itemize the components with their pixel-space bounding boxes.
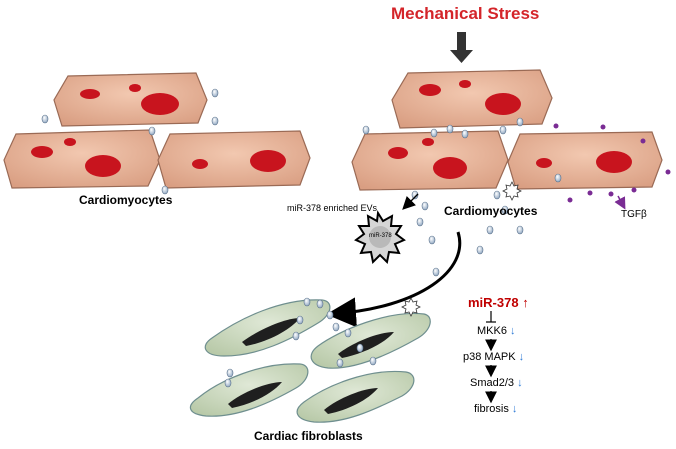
pathway-step-label: fibrosis xyxy=(474,403,509,415)
down-arrow-icon: ↓ xyxy=(517,377,523,389)
cardiomyocytes-right-group xyxy=(351,69,671,277)
down-arrow-icon: ↓ xyxy=(511,403,518,415)
burst-vesicle xyxy=(502,181,522,201)
fibroblast-nucleus xyxy=(324,388,378,414)
cardiac-fibroblasts-label: Cardiac fibroblasts xyxy=(254,429,363,443)
cardiomyocyte-cell xyxy=(351,130,509,191)
cardiomyocyte-cell xyxy=(3,129,161,189)
nucleus xyxy=(64,138,76,146)
fibroblast-nucleus xyxy=(338,332,394,358)
nucleus xyxy=(422,138,434,146)
cardiomyocytes-left-group xyxy=(3,72,311,195)
pathway-step: fibrosis ↓ xyxy=(474,403,517,415)
ev-badge-label: miR-378 xyxy=(369,233,392,239)
nucleus xyxy=(250,150,286,172)
burst-vesicle xyxy=(401,297,421,317)
pathway-step-label: p38 MAPK xyxy=(463,351,516,363)
stress-arrow xyxy=(450,32,473,63)
down-arrow-icon: ↓ xyxy=(518,351,525,363)
pathway-step-label: MKK6 xyxy=(477,325,507,337)
nucleus xyxy=(485,93,521,115)
vesicles-fibroblasts xyxy=(224,297,377,388)
down-arrow-icon: ↓ xyxy=(510,325,516,337)
ev-pointer-arrow xyxy=(402,193,419,210)
cardiomyocytes-left-label: Cardiomyocytes xyxy=(79,193,173,207)
tgfb-label: TGFβ xyxy=(621,209,647,220)
cardiomyocyte-cell xyxy=(507,131,663,190)
up-arrow-icon: ↑ xyxy=(522,295,529,310)
nucleus xyxy=(596,151,632,173)
ev-starburst-icon xyxy=(354,210,406,265)
nucleus xyxy=(85,155,121,177)
nucleus xyxy=(129,84,141,92)
pathway-step: Smad2/3 ↓ xyxy=(470,377,523,389)
cardiomyocyte-cell xyxy=(391,69,553,129)
pathway-mir378-label: miR-378 xyxy=(468,295,519,310)
nucleus xyxy=(459,80,471,88)
transfer-arrow xyxy=(326,231,462,328)
nucleus xyxy=(433,157,467,179)
tgfb-dots xyxy=(553,123,671,203)
mechanical-stress-label: Mechanical Stress xyxy=(391,4,540,23)
cardiomyocyte-cell xyxy=(157,130,311,189)
pathway-step: p38 MAPK ↓ xyxy=(463,351,524,363)
tgfb-arrow xyxy=(614,195,626,210)
fibroblast-cell xyxy=(189,363,309,417)
nucleus xyxy=(536,158,552,168)
vesicles-right xyxy=(362,117,562,277)
pathway-connectors xyxy=(485,311,497,404)
nucleus xyxy=(80,89,100,99)
cardiomyocyte-cell xyxy=(53,72,208,127)
vesicles-left xyxy=(41,88,219,195)
nucleus xyxy=(419,84,441,96)
pathway-step-label: Smad2/3 xyxy=(470,377,515,389)
evs-label: miR-378 enriched EVs xyxy=(287,203,378,213)
nucleus xyxy=(141,93,179,115)
nucleus xyxy=(31,146,53,158)
nucleus xyxy=(388,147,408,159)
fibroblast-nucleus xyxy=(242,318,300,346)
fibroblast-nucleus xyxy=(228,382,282,408)
cardiomyocytes-right-label: Cardiomyocytes xyxy=(444,204,538,218)
fibroblasts-group xyxy=(189,297,431,423)
pathway-step: MKK6 ↓ xyxy=(477,325,516,337)
nucleus xyxy=(192,159,208,169)
pathway-mir378: miR-378 ↑ xyxy=(468,295,529,310)
